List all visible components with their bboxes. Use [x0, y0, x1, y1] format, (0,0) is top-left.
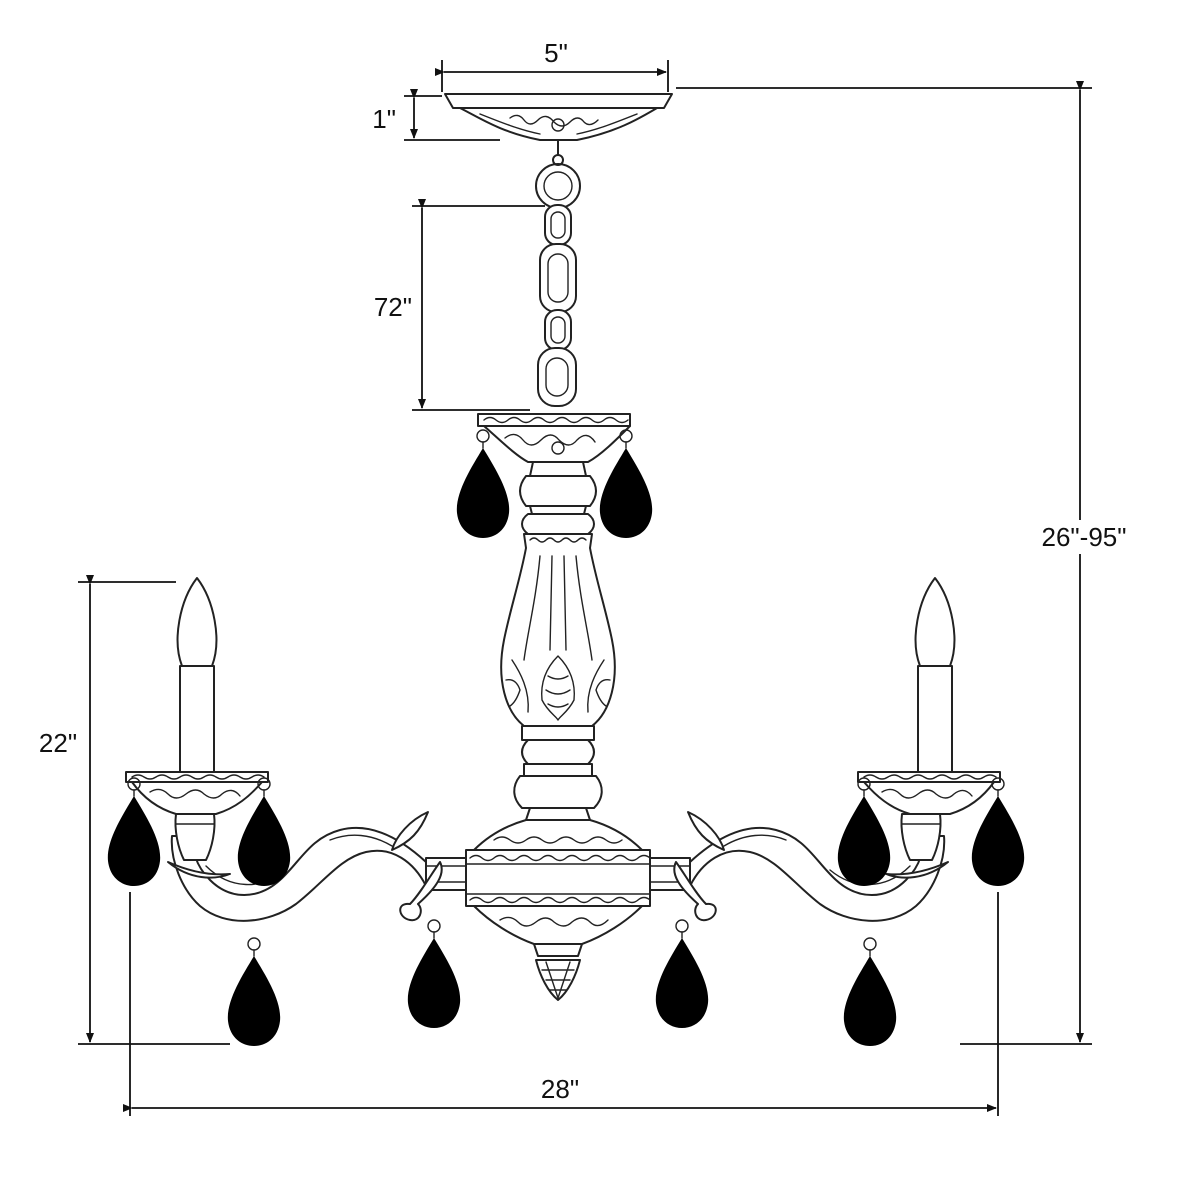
dimension-overall-height: 26"-95": [676, 81, 1138, 1045]
crystal-drop: [407, 919, 461, 1029]
body-height-label: 22": [39, 728, 77, 758]
crystal-drop: [655, 919, 709, 1029]
crystal-drop: [456, 429, 510, 539]
chain: [535, 163, 581, 407]
dimension-body-height: 22": [36, 575, 230, 1045]
canopy-height-label: 1": [372, 104, 396, 134]
right-candle: [857, 577, 1001, 815]
canopy-width-label: 5": [544, 38, 568, 68]
chain-length-label: 72": [374, 292, 412, 322]
central-column: [465, 413, 651, 1001]
overall-height-label: 26"-95": [1042, 522, 1127, 552]
left-candle: [125, 577, 269, 815]
dimension-chain-length: 72": [374, 199, 545, 411]
crystal-drop: [843, 937, 897, 1047]
left-arm: [167, 811, 467, 922]
dimension-overall-width: 28": [123, 892, 999, 1116]
overall-width-label: 28": [541, 1074, 579, 1104]
crystal-drop: [227, 937, 281, 1047]
right-arm: [649, 811, 949, 922]
dimension-canopy-width: 5": [435, 38, 669, 92]
dimension-canopy-height: 1": [372, 89, 500, 141]
canopy: [444, 93, 673, 166]
